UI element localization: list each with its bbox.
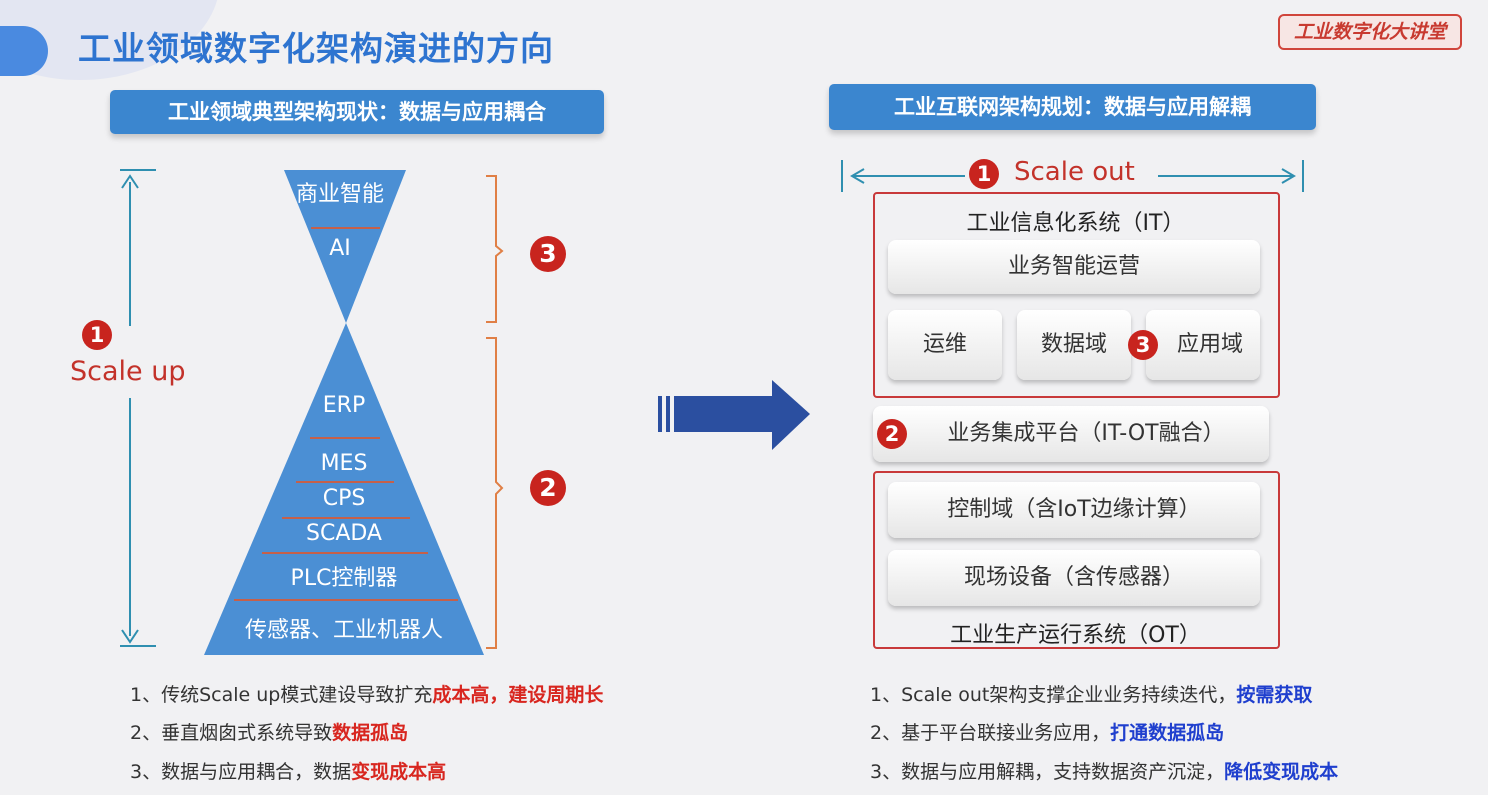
ot-system-frame bbox=[873, 471, 1280, 649]
layer-scada: SCADA bbox=[306, 521, 382, 546]
upper-brace bbox=[486, 175, 504, 323]
layer-business-intelligence: 商业智能 bbox=[295, 182, 384, 207]
scale-arrow-up-icon bbox=[121, 174, 139, 189]
layer-erp: ERP bbox=[322, 393, 366, 418]
integration-platform-box: 业务集成平台（IT-OT融合） bbox=[873, 406, 1269, 462]
it-system-title: 工业信息化系统（IT） bbox=[966, 211, 1185, 236]
marker-1-left: 1 bbox=[82, 320, 112, 350]
title-tab-marker bbox=[0, 26, 48, 76]
top-inverted-triangle bbox=[284, 170, 406, 323]
page-title: 工业领域数字化架构演进的方向 bbox=[78, 29, 554, 68]
business-ops-box: 业务智能运营 bbox=[888, 240, 1260, 294]
app-domain-box: 应用域 bbox=[1146, 310, 1260, 380]
layer-cps: CPS bbox=[322, 486, 366, 511]
left-note-3: 3、数据与应用耦合，数据变现成本高 bbox=[130, 761, 447, 783]
transition-arrow-icon bbox=[658, 380, 810, 450]
left-heading: 工业领域典型架构现状：数据与应用耦合 bbox=[110, 90, 604, 134]
left-note-2: 2、垂直烟囱式系统导致数据孤岛 bbox=[130, 722, 409, 744]
layer-plc: PLC控制器 bbox=[290, 566, 398, 591]
control-domain-box: 控制域（含IoT边缘计算） bbox=[888, 482, 1260, 538]
layer-mes: MES bbox=[320, 451, 368, 476]
scale-out-arrow-left-icon bbox=[850, 168, 865, 184]
right-note-1: 1、Scale out架构支撑企业业务持续迭代，按需获取 bbox=[870, 684, 1313, 706]
right-heading: 工业互联网架构规划：数据与应用解耦 bbox=[829, 84, 1316, 130]
right-note-3: 3、数据与应用解耦，支持数据资产沉淀，降低变现成本 bbox=[870, 761, 1339, 783]
bottom-triangle bbox=[204, 323, 484, 655]
it-system-frame bbox=[873, 192, 1280, 398]
marker-2-left: 2 bbox=[530, 470, 566, 506]
scale-out-label: Scale out bbox=[1014, 157, 1135, 187]
left-note-1: 1、传统Scale up模式建设导致扩充成本高，建设周期长 bbox=[130, 684, 604, 706]
scale-up-label: Scale up bbox=[70, 356, 186, 387]
marker-2-right: 2 bbox=[877, 419, 907, 449]
ops-box: 运维 bbox=[888, 310, 1002, 380]
right-note-2: 2、基于平台联接业务应用，打通数据孤岛 bbox=[870, 722, 1225, 744]
brand-logo: 工业数字化大讲堂 bbox=[1278, 14, 1462, 50]
layer-ai: AI bbox=[329, 236, 351, 261]
marker-1-right: 1 bbox=[969, 159, 999, 189]
scale-out-arrow-right-icon bbox=[1281, 168, 1296, 184]
marker-3-left: 3 bbox=[530, 236, 566, 272]
data-domain-box: 数据域 bbox=[1017, 310, 1131, 380]
lower-brace bbox=[486, 337, 504, 649]
ot-system-title: 工业生产运行系统（OT） bbox=[950, 623, 1201, 648]
layer-sensors-robots: 传感器、工业机器人 bbox=[244, 618, 443, 643]
marker-3-right: 3 bbox=[1128, 330, 1158, 360]
scale-arrow-down-icon bbox=[121, 629, 139, 644]
field-devices-box: 现场设备（含传感器） bbox=[888, 550, 1260, 606]
